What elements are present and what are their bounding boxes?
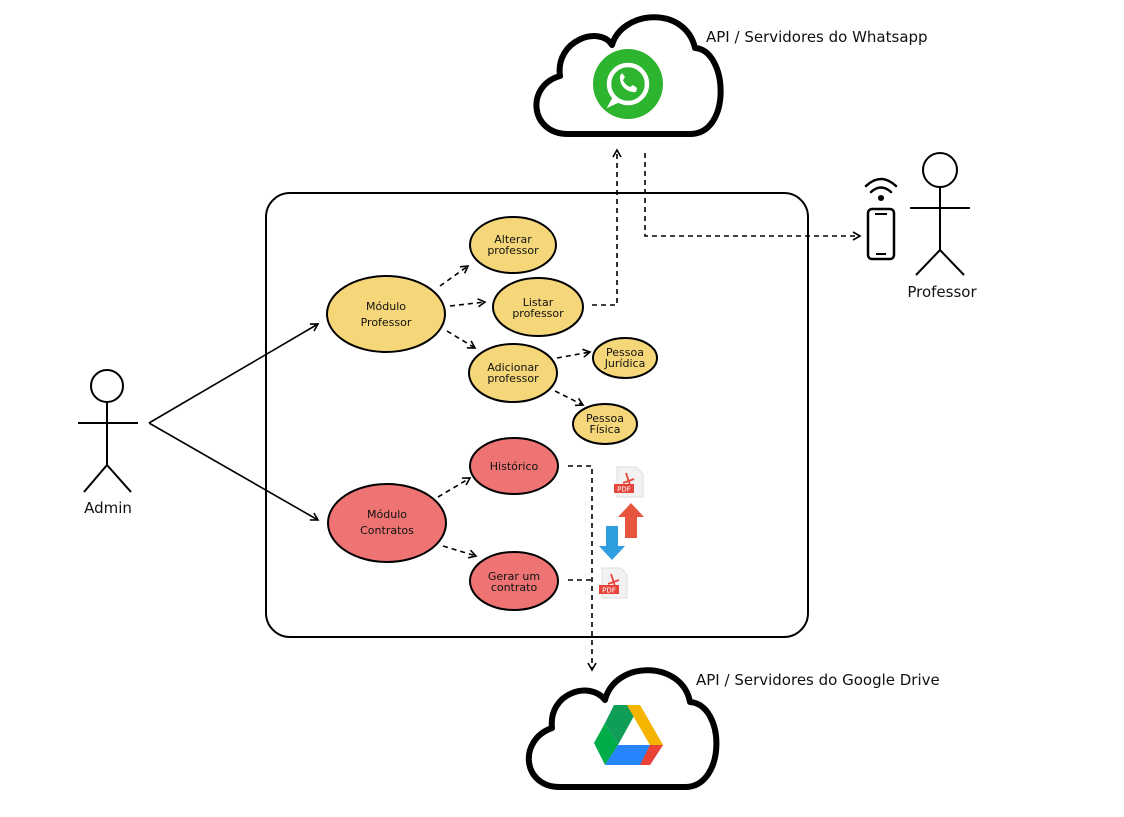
svg-text:Histórico: Histórico xyxy=(490,460,539,473)
whatsapp-cloud-label: API / Servidores do Whatsapp xyxy=(706,28,928,46)
svg-text:Módulo: Módulo xyxy=(366,300,406,313)
arrow-mp-alterar xyxy=(439,265,470,287)
usecase-gerar-contrato: Gerar um contrato xyxy=(469,551,559,611)
svg-text:PDF: PDF xyxy=(617,486,631,494)
usecase-alterar-professor: Alterar professor xyxy=(469,216,557,274)
usecase-pessoa-juridica: Pessoa Jurídica xyxy=(592,337,658,379)
whatsapp-cloud: API / Servidores do Whatsapp xyxy=(533,14,928,137)
admin-to-modulo-contratos xyxy=(148,422,320,521)
svg-text:Pessoa: Pessoa xyxy=(586,412,624,425)
arrow-mc-gerar xyxy=(442,545,478,559)
svg-text:professor: professor xyxy=(487,244,539,257)
pdf-icon: PDF xyxy=(599,567,628,599)
usecase-modulo-professor: Módulo Professor xyxy=(326,275,446,353)
gdrive-cloud: API / Servidores do Google Drive xyxy=(526,667,940,790)
pdf-icon: PDF xyxy=(614,466,644,498)
admin-actor xyxy=(78,369,138,493)
professor-actor xyxy=(910,152,970,276)
professor-label: Professor xyxy=(907,283,977,301)
svg-text:Jurídica: Jurídica xyxy=(604,357,646,370)
svg-text:PDF: PDF xyxy=(602,587,616,595)
usecase-historico: Histórico xyxy=(469,437,559,495)
admin-label: Admin xyxy=(84,499,132,517)
svg-text:Física: Física xyxy=(590,423,621,436)
whatsapp-icon xyxy=(593,49,663,119)
usecase-modulo-contratos: Módulo Contratos xyxy=(327,483,447,563)
usecase-listar-professor: Listar professor xyxy=(492,277,584,337)
wifi-icon xyxy=(864,177,898,202)
arrow-adicionar-fisica xyxy=(554,390,585,407)
svg-text:Listar: Listar xyxy=(523,296,554,309)
svg-text:contrato: contrato xyxy=(491,581,538,594)
arrow-listar-whatsapp xyxy=(592,148,622,306)
svg-text:Adicionar: Adicionar xyxy=(487,361,539,374)
arrow-adicionar-juridica xyxy=(556,348,592,359)
admin-to-modulo-professor xyxy=(148,323,320,424)
svg-text:professor: professor xyxy=(487,372,539,385)
arrow-up-icon xyxy=(618,503,644,538)
arrow-whatsapp-phone xyxy=(644,153,862,241)
google-drive-icon xyxy=(594,705,663,765)
usecase-adicionar-professor: Adicionar professor xyxy=(468,343,558,403)
arrow-historico-gdrive xyxy=(568,465,597,672)
arrow-mc-historico xyxy=(437,477,472,498)
phone-icon xyxy=(866,207,896,261)
svg-text:Módulo: Módulo xyxy=(367,508,407,521)
system-boundary xyxy=(265,192,809,638)
arrow-mp-adicionar xyxy=(446,330,477,349)
arrow-mp-listar xyxy=(449,298,487,308)
svg-text:Professor: Professor xyxy=(361,316,412,329)
usecase-pessoa-fisica: Pessoa Física xyxy=(572,403,638,445)
gdrive-cloud-label: API / Servidores do Google Drive xyxy=(696,671,940,689)
svg-text:Pessoa: Pessoa xyxy=(606,346,644,359)
svg-text:Gerar um: Gerar um xyxy=(488,570,540,583)
svg-text:professor: professor xyxy=(512,307,564,320)
arrow-down-icon xyxy=(599,526,625,560)
svg-text:Contratos: Contratos xyxy=(360,524,414,537)
svg-text:Alterar: Alterar xyxy=(494,233,532,246)
